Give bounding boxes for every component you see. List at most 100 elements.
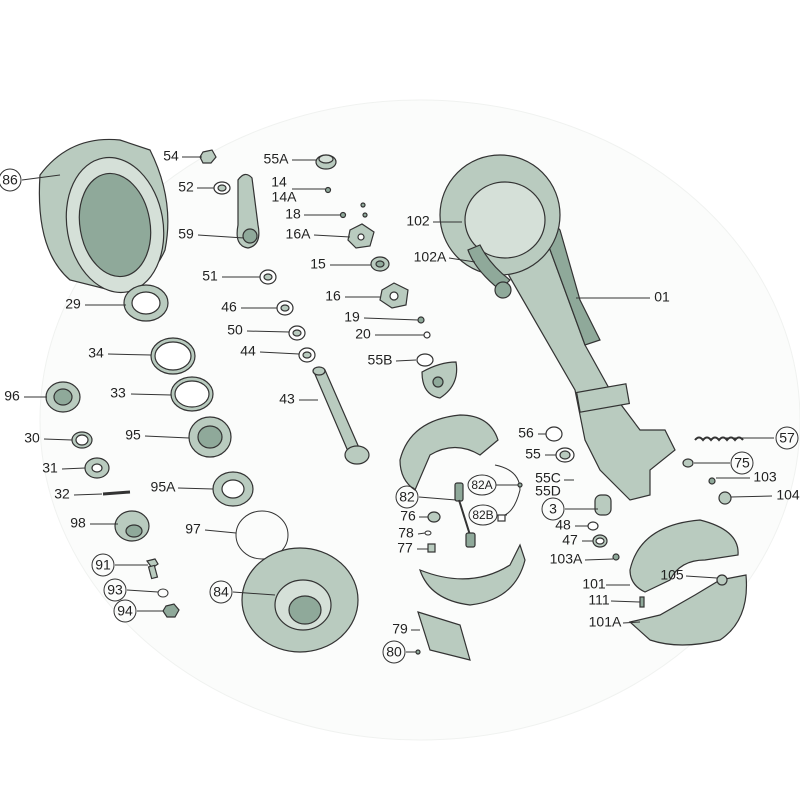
small-parts-14-18 xyxy=(324,186,368,219)
slack-adjuster-59 xyxy=(236,173,260,249)
brake-shoe-upper xyxy=(399,414,499,491)
washer-52 xyxy=(213,181,231,195)
part-label-79[interactable]: 79 xyxy=(392,621,408,637)
part-label-29[interactable]: 29 xyxy=(65,296,81,312)
background-ellipse xyxy=(39,99,800,741)
callout-circle xyxy=(91,553,115,577)
part-label-82a[interactable]: 82A xyxy=(471,478,492,492)
oring-93 xyxy=(157,588,169,598)
rivet-80 xyxy=(415,649,421,655)
part-label-98[interactable]: 98 xyxy=(70,515,86,531)
part-label-15[interactable]: 15 xyxy=(310,256,326,272)
part-label-14a[interactable]: 14A xyxy=(272,189,298,205)
dust-shield-101A xyxy=(628,574,748,646)
part-label-94[interactable]: 94 xyxy=(117,603,133,619)
part-label-31[interactable]: 31 xyxy=(42,460,58,476)
part-label-32[interactable]: 32 xyxy=(54,486,70,502)
part-label-55c[interactable]: 55C xyxy=(535,470,561,486)
part-label-34[interactable]: 34 xyxy=(88,345,104,361)
part-label-80[interactable]: 80 xyxy=(386,644,402,660)
part-label-56[interactable]: 56 xyxy=(518,425,534,441)
part-label-55d[interactable]: 55D xyxy=(535,483,561,499)
part-label-51[interactable]: 51 xyxy=(202,268,218,284)
part-label-82[interactable]: 82 xyxy=(399,489,415,505)
part-label-105[interactable]: 105 xyxy=(660,567,684,583)
part-label-54[interactable]: 54 xyxy=(163,148,179,164)
part-label-104[interactable]: 104 xyxy=(776,487,800,503)
leader-line xyxy=(197,234,245,239)
part-label-96[interactable]: 96 xyxy=(4,388,20,404)
part-label-101a[interactable]: 101A xyxy=(589,614,622,630)
callout-circle xyxy=(775,426,799,450)
part-label-01[interactable]: 01 xyxy=(654,289,670,305)
part-label-57[interactable]: 57 xyxy=(779,430,795,446)
part-label-30[interactable]: 30 xyxy=(24,430,40,446)
part-label-55b[interactable]: 55B xyxy=(368,352,393,368)
callout-circle xyxy=(467,474,497,496)
bushing-15 xyxy=(370,256,390,272)
part-label-14[interactable]: 14 xyxy=(271,174,287,190)
part-label-75[interactable]: 75 xyxy=(734,455,750,471)
part-label-78[interactable]: 78 xyxy=(398,525,414,541)
brake-drum-86 xyxy=(38,138,169,294)
part-label-59[interactable]: 59 xyxy=(178,226,194,242)
bearing-95 xyxy=(188,416,232,458)
part-label-19[interactable]: 19 xyxy=(344,309,360,325)
part-label-20[interactable]: 20 xyxy=(355,326,371,342)
part-label-46[interactable]: 46 xyxy=(221,299,237,315)
bearing-96 xyxy=(45,381,81,413)
ring-33 xyxy=(170,376,214,412)
leader-line xyxy=(130,393,172,396)
part-label-111[interactable]: 111 xyxy=(588,592,609,608)
part-label-77[interactable]: 77 xyxy=(397,540,413,556)
small-parts-76-78-77 xyxy=(424,511,441,553)
wear-sensor-82 xyxy=(454,482,476,548)
ring-34 xyxy=(150,337,196,375)
leader-line xyxy=(448,257,476,263)
part-label-91[interactable]: 91 xyxy=(95,557,111,573)
part-label-95[interactable]: 95 xyxy=(125,427,141,443)
part-label-101[interactable]: 101 xyxy=(582,576,606,592)
leader-line xyxy=(730,495,773,498)
leader-line xyxy=(584,558,614,561)
part-label-55a[interactable]: 55A xyxy=(264,151,290,167)
part-label-52[interactable]: 52 xyxy=(178,179,194,195)
part-label-95a[interactable]: 95A xyxy=(151,479,177,495)
part-label-44[interactable]: 44 xyxy=(240,343,256,359)
part-label-48[interactable]: 48 xyxy=(555,517,571,533)
leader-lines xyxy=(21,156,774,653)
part-label-102[interactable]: 102 xyxy=(406,213,430,229)
part-label-97[interactable]: 97 xyxy=(185,521,201,537)
part-label-86[interactable]: 86 xyxy=(2,172,18,188)
part-label-82b[interactable]: 82B xyxy=(472,508,493,522)
cap-55A xyxy=(315,154,337,170)
leader-line xyxy=(204,529,237,534)
small-parts-56-55 xyxy=(545,426,575,463)
part-label-47[interactable]: 47 xyxy=(562,532,578,548)
camshaft-43 xyxy=(312,366,370,465)
part-label-33[interactable]: 33 xyxy=(110,385,126,401)
part-label-76[interactable]: 76 xyxy=(400,508,416,524)
callout-circles xyxy=(0,168,799,664)
callout-circle xyxy=(0,168,22,192)
part-label-93[interactable]: 93 xyxy=(107,582,123,598)
part-label-3[interactable]: 3 xyxy=(549,501,557,517)
part-label-103[interactable]: 103 xyxy=(753,469,777,485)
part-label-102a[interactable]: 102A xyxy=(414,249,447,265)
leader-line xyxy=(622,621,641,624)
part-label-50[interactable]: 50 xyxy=(227,322,243,338)
part-label-103a[interactable]: 103A xyxy=(550,551,583,567)
plate-16 xyxy=(379,282,409,309)
part-label-84[interactable]: 84 xyxy=(213,584,229,600)
part-label-55[interactable]: 55 xyxy=(525,446,541,462)
part-label-16[interactable]: 16 xyxy=(325,288,341,304)
part-label-18[interactable]: 18 xyxy=(285,206,301,222)
leader-line xyxy=(177,487,214,490)
leader-line xyxy=(126,589,159,593)
part-label-16a[interactable]: 16A xyxy=(286,226,312,242)
part-label-43[interactable]: 43 xyxy=(279,391,295,407)
hub-84 xyxy=(241,547,359,653)
leader-line xyxy=(21,174,61,181)
leader-line xyxy=(259,351,300,355)
